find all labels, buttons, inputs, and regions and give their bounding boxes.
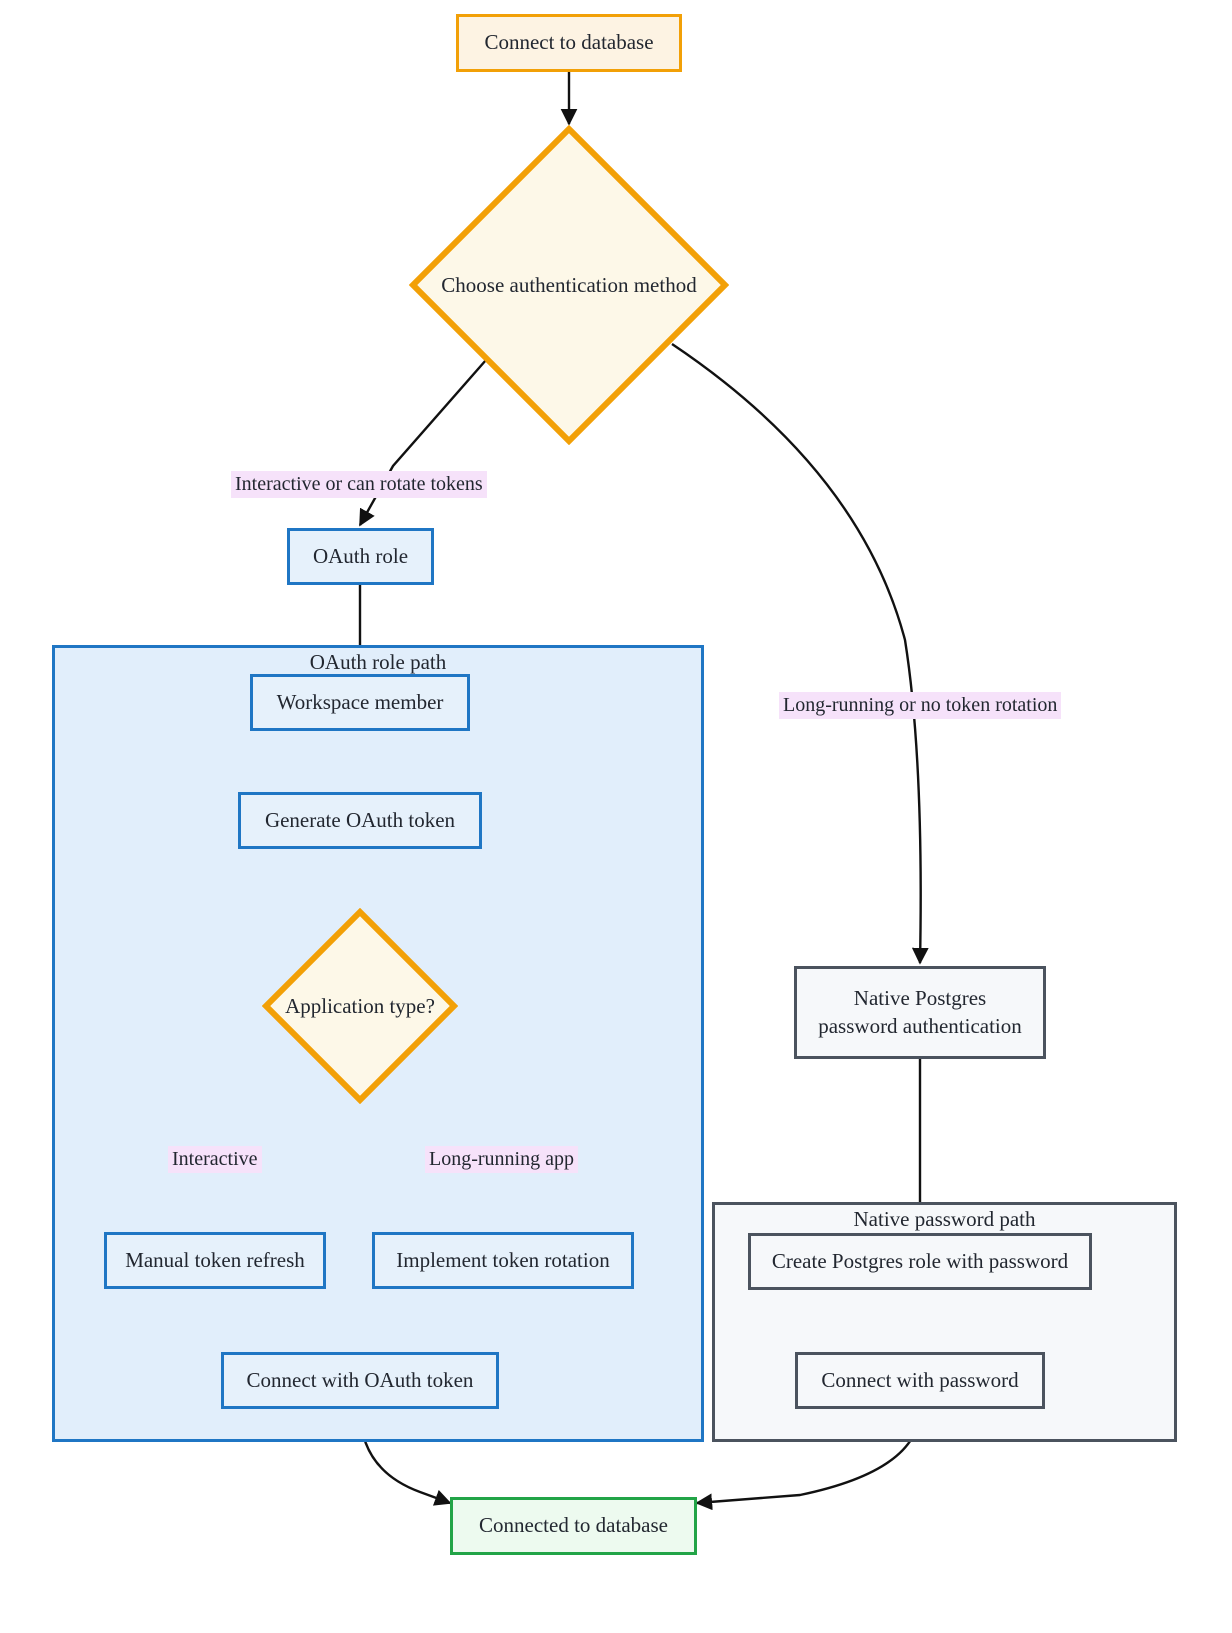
node-create-postgres-role-with-password[interactable]: Create Postgres role with password bbox=[748, 1233, 1092, 1290]
node-connected-to-database-label: Connected to database bbox=[479, 1513, 668, 1538]
node-choose-authentication-method-label: Choose authentication method bbox=[441, 272, 697, 297]
node-implement-token-rotation[interactable]: Implement token rotation bbox=[372, 1232, 634, 1289]
cluster-oauth-role-path-title: OAuth role path bbox=[309, 650, 447, 674]
node-manual-token-refresh-label: Manual token refresh bbox=[125, 1247, 305, 1272]
edge-label-long-running-or-no-token-rotation: Long-running or no token rotation bbox=[779, 692, 1062, 719]
node-workspace-member[interactable]: Workspace member bbox=[250, 674, 470, 731]
node-generate-oauth-token[interactable]: Generate OAuth token bbox=[238, 792, 482, 849]
edge-label-interactive-or-rotate-tokens: Interactive or can rotate tokens bbox=[231, 471, 487, 498]
cluster-native-password-path-title: Native password path bbox=[853, 1207, 1036, 1231]
node-connect-to-database[interactable]: Connect to database bbox=[456, 14, 682, 72]
node-manual-token-refresh[interactable]: Manual token refresh bbox=[104, 1232, 326, 1289]
node-generate-oauth-token-label: Generate OAuth token bbox=[264, 807, 456, 832]
node-choose-authentication-method[interactable]: Choose authentication method bbox=[409, 125, 729, 445]
node-native-postgres-password-authentication[interactable]: Native Postgres password authentication bbox=[794, 966, 1046, 1059]
node-oauth-role-label: OAuth role bbox=[312, 543, 409, 568]
node-connect-with-password[interactable]: Connect with password bbox=[795, 1352, 1045, 1409]
diamond-shape-choose-auth bbox=[409, 125, 729, 445]
node-implement-token-rotation-label: Implement token rotation bbox=[396, 1247, 610, 1272]
diamond-shape-application-type bbox=[262, 908, 458, 1104]
node-connect-with-oauth-token[interactable]: Connect with OAuth token bbox=[221, 1352, 499, 1409]
edge-label-interactive: Interactive bbox=[168, 1146, 262, 1173]
node-connect-with-oauth-token-label: Connect with OAuth token bbox=[246, 1367, 474, 1392]
node-workspace-member-label: Workspace member bbox=[276, 689, 444, 714]
node-oauth-role[interactable]: OAuth role bbox=[287, 528, 434, 585]
edge-label-long-running-app: Long-running app bbox=[425, 1146, 578, 1173]
node-connect-with-password-label: Connect with password bbox=[821, 1367, 1019, 1392]
node-native-postgres-line-2: password authentication bbox=[818, 1013, 1022, 1038]
node-application-type-label: Application type? bbox=[285, 993, 435, 1018]
node-create-postgres-role-label: Create Postgres role with password bbox=[771, 1248, 1069, 1273]
node-application-type[interactable]: Application type? bbox=[262, 908, 458, 1104]
node-connected-to-database[interactable]: Connected to database bbox=[450, 1497, 697, 1555]
node-native-postgres-line-1: Native Postgres bbox=[853, 985, 987, 1010]
node-connect-to-database-label: Connect to database bbox=[484, 30, 654, 55]
